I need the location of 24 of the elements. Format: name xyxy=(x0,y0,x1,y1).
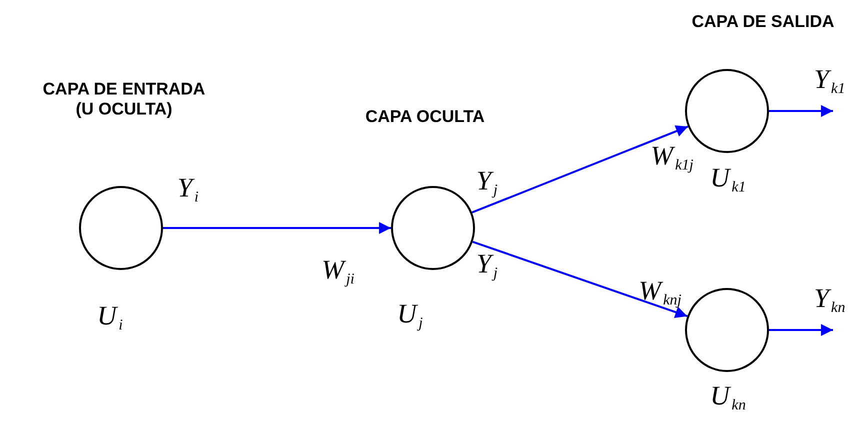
arrow xyxy=(472,240,688,318)
node-label: U$_{kn}$ xyxy=(710,382,746,414)
output-label: Y$_{k1}$ xyxy=(814,66,854,111)
math-label: Y$_{i}$ xyxy=(177,174,199,206)
math-label: Y$_{j}$ xyxy=(476,250,498,282)
layer-heading: CAPA DE SALIDA xyxy=(692,12,834,32)
arrow xyxy=(472,125,688,214)
math-label: W$_{k1j}$ xyxy=(650,142,694,174)
node-label: U$_{k1}$ xyxy=(710,164,746,196)
arrow xyxy=(769,324,833,336)
neuron-circle xyxy=(391,186,475,270)
node-label: U$_{i}$ xyxy=(97,302,123,334)
neuron-circle xyxy=(79,186,163,270)
layer-heading: CAPA DE ENTRADA (U OCULTA) xyxy=(42,80,206,120)
arrow xyxy=(163,222,391,234)
math-label: Y$_{j}$ xyxy=(476,167,498,199)
layer-heading: CAPA OCULTA xyxy=(365,106,485,128)
neuron-circle xyxy=(685,288,769,372)
math-label: W$_{knj}$ xyxy=(638,277,682,309)
arrow xyxy=(769,105,833,117)
math-label: W$_{ji}$ xyxy=(322,256,354,288)
output-label: Y$_{kn}$ xyxy=(814,285,854,330)
node-label: U$_{j}$ xyxy=(397,300,423,332)
neuron-circle xyxy=(685,69,769,153)
